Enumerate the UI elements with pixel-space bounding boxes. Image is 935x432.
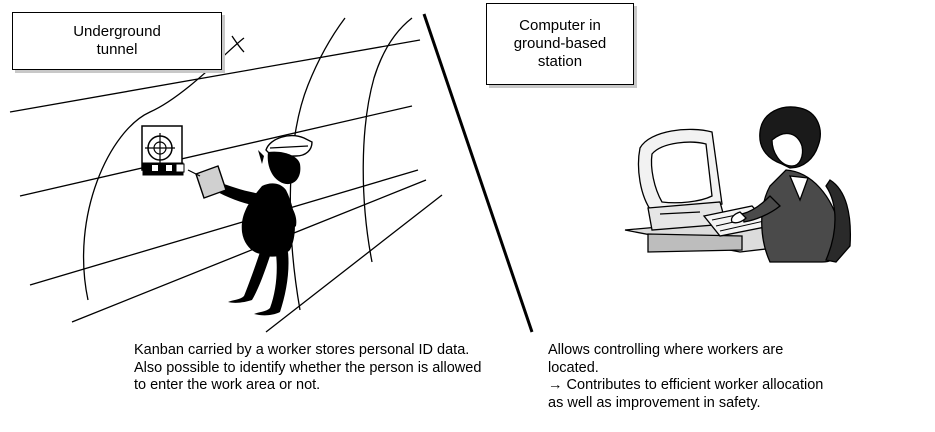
worker-silhouette-icon: [214, 134, 313, 316]
label-line: tunnel: [96, 41, 138, 58]
office-worker-computer-icon: [624, 106, 852, 263]
tunnel-arch: [231, 35, 245, 53]
tunnel-line: [71, 179, 427, 323]
tunnel-line: [9, 39, 421, 113]
label-line: ground-based: [513, 35, 607, 52]
caption-line: Also possible to identify whether the pe…: [134, 359, 482, 376]
ground-station-computer-label: Computer in ground-based station: [486, 3, 634, 85]
label-line: Computer in: [519, 17, 601, 34]
right-caption: Allows controlling where workers are loc…: [548, 342, 933, 412]
label-line: station: [537, 53, 583, 70]
tunnel-line: [19, 105, 413, 197]
tunnel-arch: [289, 17, 346, 311]
tunnel-line: [265, 194, 443, 333]
label-line: Underground: [73, 23, 161, 40]
caption-line: Kanban carried by a worker stores person…: [134, 342, 470, 358]
underground-tunnel-label: Underground tunnel: [12, 12, 222, 70]
kanban-card-icon: [187, 165, 227, 199]
tunnel-illustration: [9, 17, 443, 333]
wall-reader-icon: [141, 125, 185, 176]
left-caption: Kanban carried by a worker stores person…: [134, 342, 534, 395]
caption-line: Allows controlling where workers are: [548, 342, 784, 358]
caption-line: → Contributes to efficient worker alloca…: [548, 377, 824, 393]
caption-line: as well as improvement in safety.: [548, 394, 761, 411]
tunnel-line: [29, 169, 419, 286]
caption-line: located.: [548, 359, 599, 376]
caption-line: to enter the work area or not.: [134, 377, 321, 393]
tunnel-arch: [362, 17, 413, 263]
panel-divider: [422, 13, 534, 333]
